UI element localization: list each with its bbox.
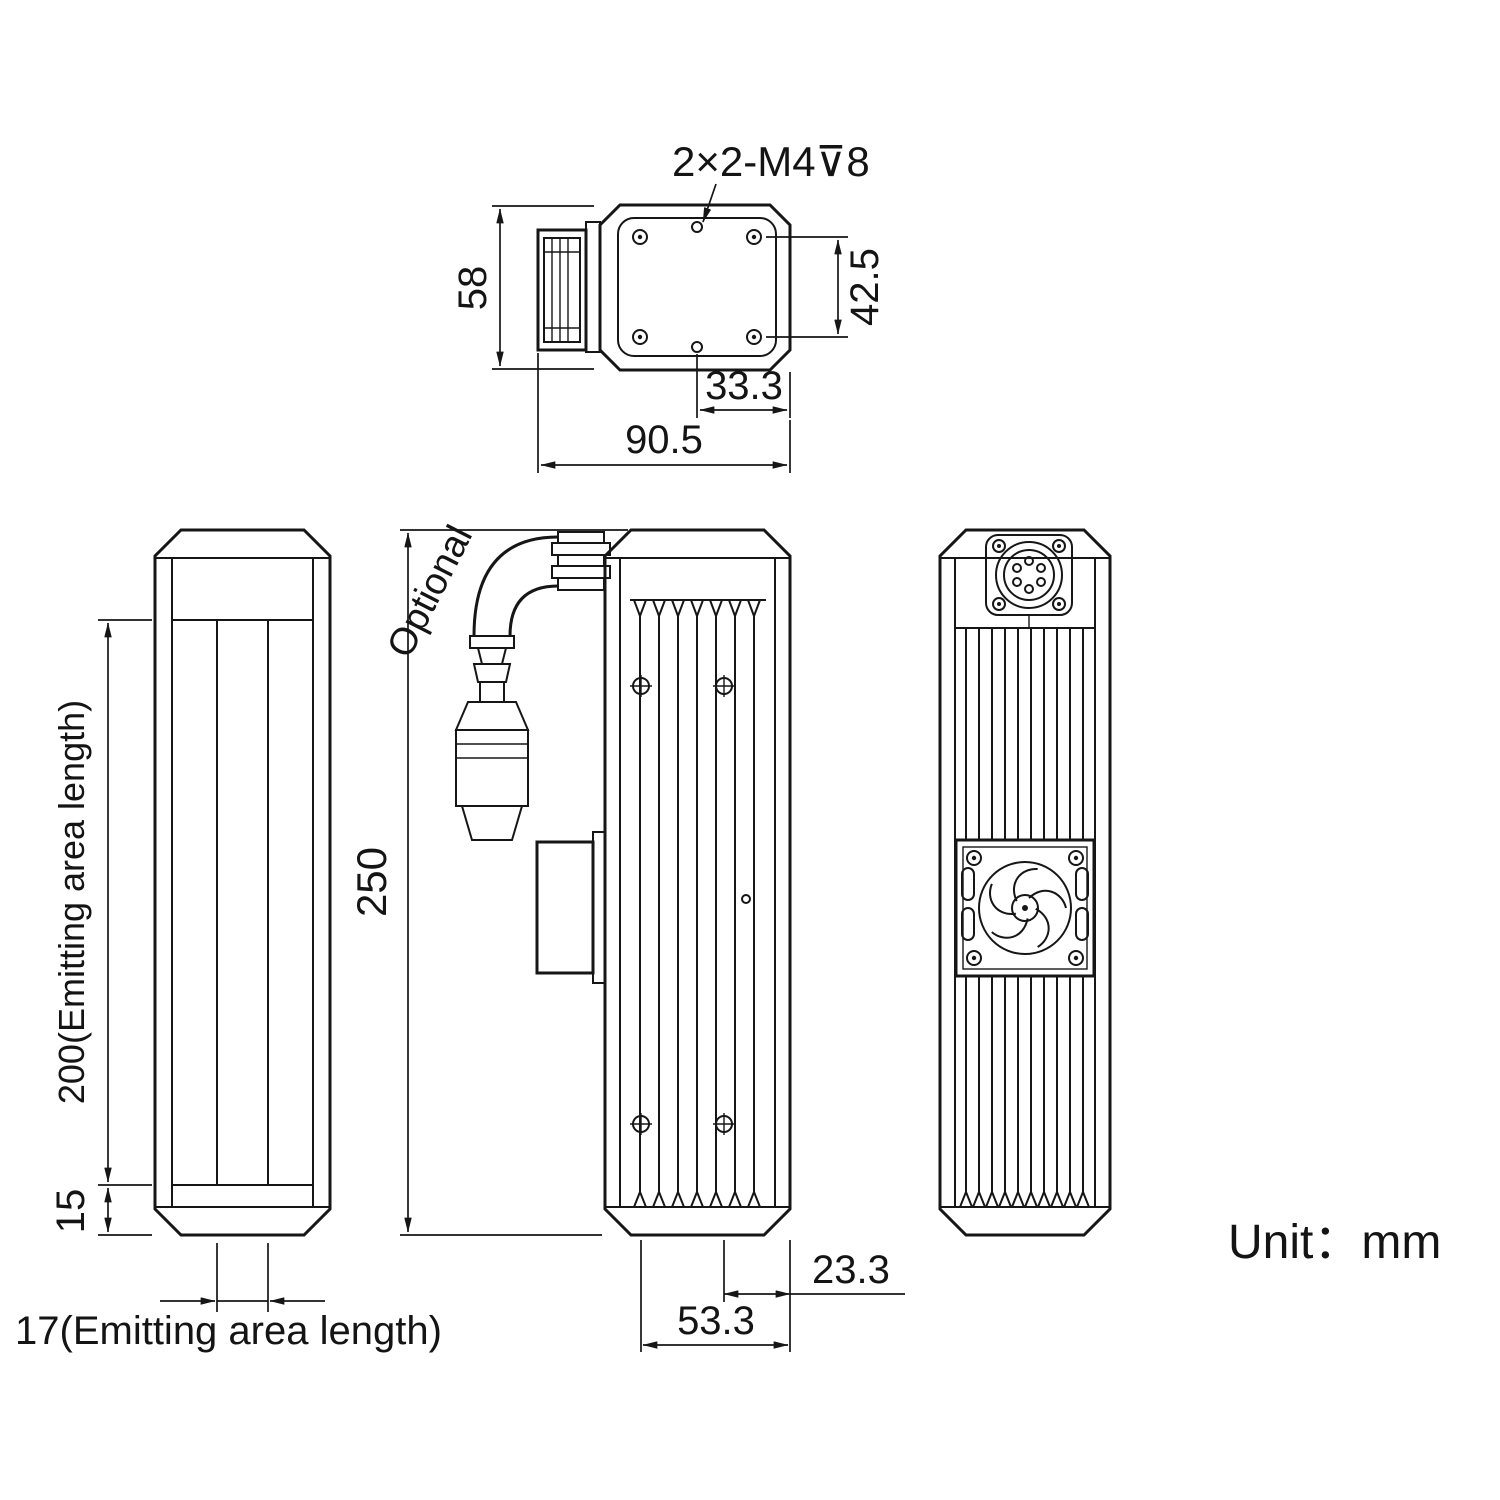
top-view-hole-bottom	[691, 341, 703, 353]
top-view-corner-screws	[632, 229, 762, 345]
back-fan-bracket	[954, 838, 1096, 978]
front-emitting-window	[172, 619, 313, 1186]
dim-end-offset: 15	[49, 1189, 93, 1234]
dim-top-hole-to-edge: 33.3	[705, 364, 783, 408]
dim-emitting-length: 200(Emitting area length)	[51, 700, 92, 1104]
back-connector	[985, 534, 1073, 628]
top-view-body-outline	[598, 203, 792, 372]
top-view-hole-top	[691, 221, 703, 233]
dim-top-height: 58	[451, 266, 495, 311]
back-view-outline	[938, 528, 1112, 1237]
dim-total-length: 250	[348, 847, 395, 917]
back-fins	[955, 627, 1095, 1208]
fan-icon	[978, 861, 1072, 955]
side-fins	[630, 599, 766, 1208]
dim-top-screw-spacing: 42.5	[843, 248, 887, 326]
dim-hole-to-edge: 23.3	[812, 1248, 890, 1292]
side-mount-block	[535, 831, 606, 984]
thread-callout: 2×2-M4⊽8	[672, 138, 870, 185]
side-view-dimensions: 250 23.3 53.3	[348, 529, 905, 1352]
front-view-outline	[153, 528, 332, 1237]
dim-emitting-width: 17(Emitting area length)	[15, 1309, 442, 1353]
unit-label: Unit：mm	[1228, 1216, 1441, 1269]
top-view-connector	[536, 221, 601, 353]
thread-leader-line	[702, 183, 717, 223]
front-view-dimensions: 200(Emitting area length) 15 17(Emitting…	[15, 619, 442, 1353]
optional-label: Optional	[379, 519, 481, 664]
side-mounting-holes	[630, 675, 751, 1135]
top-view-plate	[617, 217, 777, 357]
back-view	[938, 528, 1112, 1237]
cable-connector-plug	[454, 647, 530, 841]
dim-top-width: 90.5	[625, 418, 703, 462]
side-view: Optional	[379, 519, 792, 1237]
side-view-outline	[603, 528, 792, 1237]
top-view-dimensions: 58 42.5 33.3 90.5 2×2-M4⊽8	[451, 138, 887, 473]
front-view	[153, 528, 332, 1237]
dim-hole-span: 53.3	[677, 1299, 755, 1343]
cable-gland	[469, 531, 611, 649]
top-view	[536, 203, 792, 372]
